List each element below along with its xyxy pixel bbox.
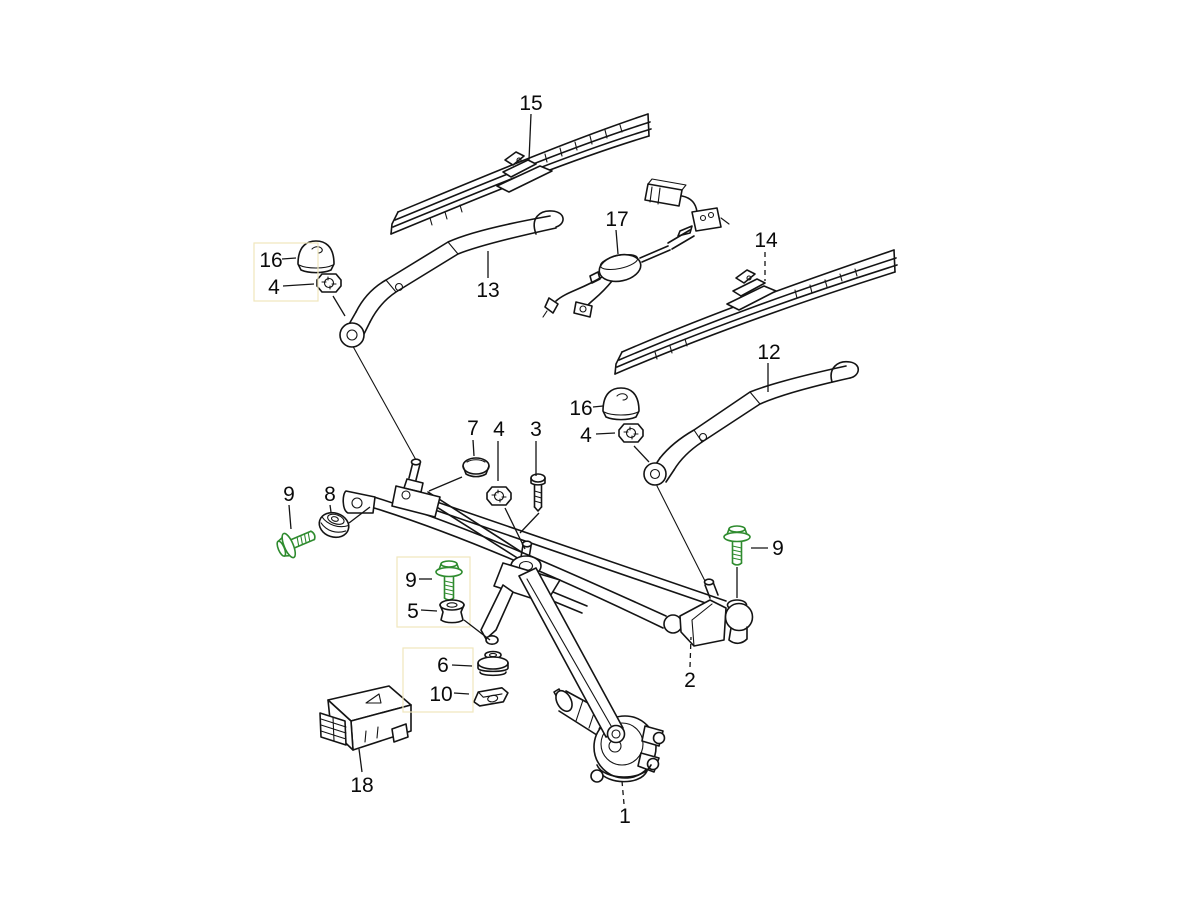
hotspot-box-16 [253,242,319,302]
leader-line-5 [463,619,491,641]
nut-4-left[interactable] [316,273,342,293]
callout-1[interactable]: 1 [619,805,631,828]
leader-line-16 [592,405,604,408]
leader-line-4 [282,283,315,287]
callout-9[interactable]: 9 [405,569,417,592]
callout-17[interactable]: 17 [605,208,628,231]
callout-12[interactable]: 12 [757,341,780,364]
leader-line-10 [453,692,470,695]
leader-line-17 [615,229,619,255]
callout-9[interactable]: 9 [772,537,784,560]
leader-line-8 [329,504,332,513]
leader-line-15 [528,113,532,161]
bolt-9-left[interactable] [272,521,321,563]
bolt-9-centre[interactable] [435,560,463,601]
callout-5[interactable]: 5 [407,600,419,623]
wiper-blade-14[interactable] [614,249,898,375]
leader-line-7 [472,439,475,457]
cap-16-left[interactable] [297,240,335,274]
callout-2[interactable]: 2 [684,669,696,692]
callout-6[interactable]: 6 [437,654,449,677]
callout-3[interactable]: 3 [530,418,542,441]
leader-line-7 [428,476,463,492]
harness-17[interactable] [542,178,730,318]
callout-8[interactable]: 8 [324,483,336,506]
callout-14[interactable]: 14 [754,229,778,252]
nut-4-centre[interactable] [486,486,512,506]
leader-line-1 [621,780,625,805]
leader-line-9 [288,504,292,530]
clip-10[interactable] [471,686,511,708]
cover-7[interactable] [462,457,490,478]
callout-16[interactable]: 16 [569,397,592,420]
grommet-5[interactable] [439,599,465,624]
drive-link [518,567,626,744]
callout-4[interactable]: 4 [493,418,505,441]
callout-13[interactable]: 13 [476,279,499,302]
callout-4[interactable]: 4 [580,424,592,447]
leader-line-5 [420,609,438,612]
callout-18[interactable]: 18 [350,774,373,797]
leader-line-3 [519,512,540,534]
callout-9[interactable]: 9 [283,483,295,506]
leader-line-16 [281,257,297,260]
hotspot-box-6 [402,647,474,713]
callout-15[interactable]: 15 [519,92,542,115]
callout-10[interactable]: 10 [429,683,452,706]
callout-16[interactable]: 16 [259,249,282,272]
hotspot-box-9 [396,556,471,628]
leader-line-6 [451,664,473,667]
control-module-18[interactable] [319,685,412,751]
leader-line-4 [595,432,616,435]
rubber-mount-6[interactable] [477,650,509,677]
wiper-arm-12[interactable] [643,360,860,486]
bolt-9-right[interactable] [723,525,751,566]
leader-line-4 [504,507,526,550]
callout-7[interactable]: 7 [467,417,479,440]
cap-16-right[interactable] [602,387,640,421]
callout-4[interactable]: 4 [268,276,280,299]
leader-line-4 [332,295,346,317]
nut-4-right[interactable] [618,423,644,443]
wiper-linkage-2[interactable] [342,458,754,647]
leader-line-4 [633,445,650,463]
assembly-guide-lines [349,340,707,584]
wiper-blade-15[interactable] [390,113,652,235]
leader-line-18 [358,748,363,773]
wiper-arm-13[interactable] [339,210,564,348]
screw-3[interactable] [530,473,546,512]
leader-line-8 [348,506,371,524]
bushing-8[interactable] [315,508,353,542]
